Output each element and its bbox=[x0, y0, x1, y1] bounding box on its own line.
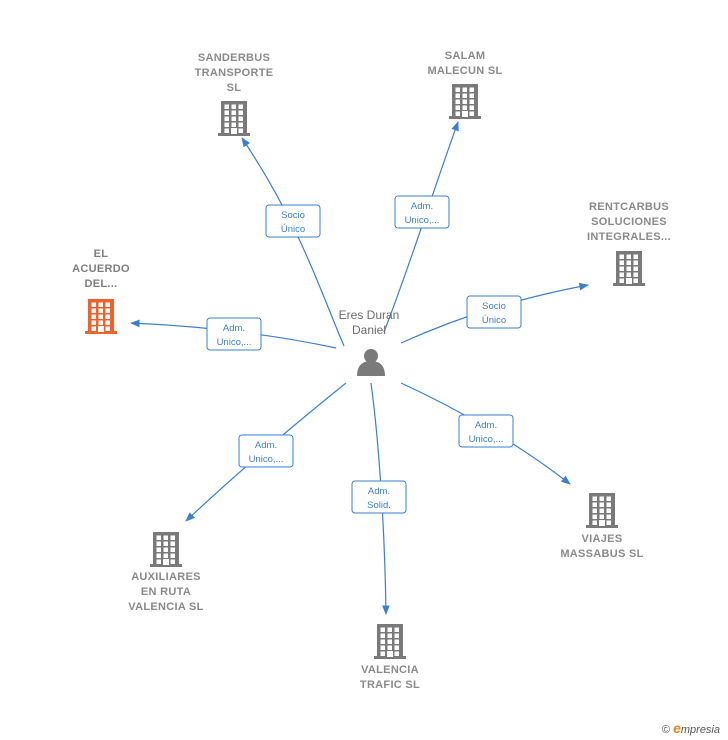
badge-label: Adm. bbox=[368, 486, 390, 497]
building-icon[interactable] bbox=[85, 299, 117, 334]
badge-box bbox=[265, 204, 321, 238]
edge-to-salam bbox=[383, 121, 459, 333]
company-name-line: SANDERBUS bbox=[198, 52, 270, 64]
company-name-line: TRAFIC SL bbox=[360, 679, 420, 691]
nodes-layer: SANDERBUS TRANSPORTE SL SALAM MALECUN SL RENT… bbox=[72, 50, 671, 691]
company-name-line: SOLUCIONES bbox=[591, 216, 667, 228]
company-name-line: VALENCIA SL bbox=[128, 601, 203, 613]
badge-box bbox=[466, 295, 522, 329]
badge-label: Adm. bbox=[255, 440, 277, 451]
person-icon[interactable] bbox=[357, 349, 385, 376]
person-name-line: Eres Duran bbox=[339, 308, 400, 322]
person-name-line: Daniel bbox=[352, 323, 386, 337]
badge-box bbox=[394, 195, 450, 229]
company-node-salam[interactable]: SALAM MALECUN SL bbox=[427, 50, 502, 119]
copyright-symbol: © bbox=[661, 724, 671, 736]
relation-badge[interactable]: Adm. Solid. bbox=[351, 480, 407, 514]
edge-to-sanderbus bbox=[241, 137, 345, 347]
relation-badge[interactable]: Adm. Unico,... bbox=[458, 414, 514, 448]
brand-initial: e bbox=[673, 720, 681, 736]
relation-badge[interactable]: Adm. Unico,... bbox=[238, 434, 294, 468]
badge-label: Socio bbox=[482, 301, 506, 312]
footer-brand: © empresia bbox=[662, 720, 720, 736]
company-name-line: INTEGRALES... bbox=[587, 231, 671, 243]
badge-label: Único bbox=[281, 224, 305, 235]
building-icon[interactable] bbox=[374, 624, 406, 659]
building-icon[interactable] bbox=[449, 84, 481, 119]
company-name-line: EL bbox=[94, 248, 109, 260]
badge-box bbox=[206, 317, 262, 351]
badge-label: Solid. bbox=[367, 500, 391, 511]
building-icon[interactable] bbox=[150, 532, 182, 567]
badge-box bbox=[458, 414, 514, 448]
relation-badge[interactable]: Adm. Unico,... bbox=[206, 317, 262, 351]
company-node-auxiliares[interactable]: AUXILIARES EN RUTA VALENCIA SL bbox=[128, 532, 203, 613]
badge-label: Adm. bbox=[223, 323, 245, 334]
company-name-line: MASSABUS SL bbox=[560, 548, 643, 560]
badge-box bbox=[351, 480, 407, 514]
company-name-line: DEL... bbox=[85, 278, 118, 290]
badge-label: Unico,... bbox=[405, 215, 440, 226]
company-node-rentcarbus[interactable]: RENTCARBUS SOLUCIONES INTEGRALES... bbox=[587, 201, 671, 286]
company-name-line: VIAJES bbox=[582, 533, 623, 545]
relation-badge[interactable]: Adm. Unico,... bbox=[394, 195, 450, 229]
company-name-line: ACUERDO bbox=[72, 263, 130, 275]
badge-label: Unico,... bbox=[469, 434, 504, 445]
company-name-line: MALECUN SL bbox=[427, 65, 502, 77]
badge-label: Adm. bbox=[411, 201, 433, 212]
company-name-line: EN RUTA bbox=[141, 586, 191, 598]
badge-label: Socio bbox=[281, 210, 305, 221]
company-node-viajes[interactable]: VIAJES MASSABUS SL bbox=[560, 493, 643, 560]
company-name-line: RENTCARBUS bbox=[589, 201, 669, 213]
badge-box bbox=[238, 434, 294, 468]
company-node-valencia[interactable]: VALENCIA TRAFIC SL bbox=[360, 624, 420, 691]
badge-label: Unico,... bbox=[217, 337, 252, 348]
badges-layer: SocioÚnicoAdm.Unico,...SocioÚnicoAdm.Uni… bbox=[206, 195, 522, 514]
company-name-line: VALENCIA bbox=[361, 664, 419, 676]
badge-label: Único bbox=[482, 315, 506, 326]
company-node-acuerdo[interactable]: EL ACUERDO DEL... bbox=[72, 248, 130, 334]
company-name-line: AUXILIARES bbox=[131, 571, 201, 583]
brand-name: mpresia bbox=[680, 724, 720, 736]
company-name-line: SALAM bbox=[445, 50, 486, 62]
building-icon[interactable] bbox=[218, 101, 250, 136]
company-name-line: SL bbox=[227, 82, 242, 94]
company-name-line: TRANSPORTE bbox=[195, 67, 274, 79]
building-icon[interactable] bbox=[613, 251, 645, 286]
badge-label: Adm. bbox=[475, 420, 497, 431]
badge-label: Unico,... bbox=[249, 454, 284, 465]
building-icon[interactable] bbox=[586, 493, 618, 528]
company-node-sanderbus[interactable]: SANDERBUS TRANSPORTE SL bbox=[195, 52, 274, 136]
